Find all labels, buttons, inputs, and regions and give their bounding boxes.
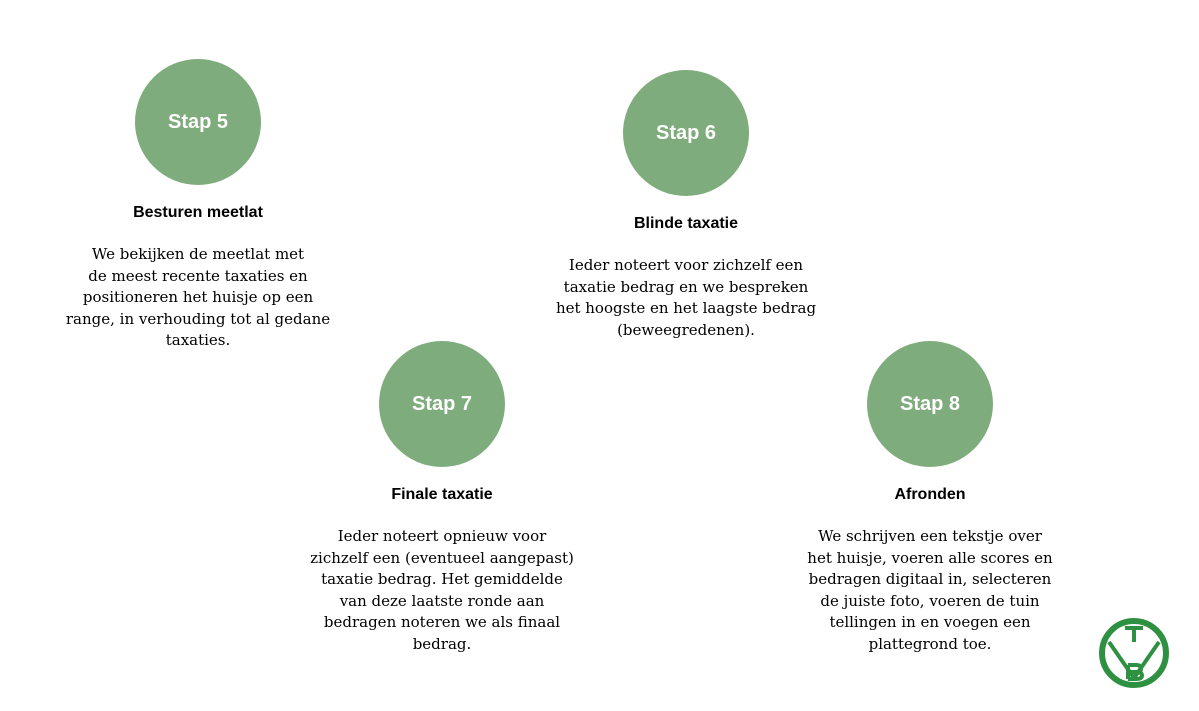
step-6-desc-line: (beweegredenen). xyxy=(617,320,755,339)
step-8-desc-line: de juiste foto, voeren de tuin xyxy=(820,591,1040,610)
step-5-desc-line: de meest recente taxaties en xyxy=(88,266,308,285)
step-6-desc-line: het hoogste en het laagste bedrag xyxy=(555,299,817,318)
step-8-desc-line: tellingen in en voegen een xyxy=(829,613,1031,632)
step-8-desc-line: plattegrond toe. xyxy=(868,634,992,653)
step-7-desc-line: bedrag. xyxy=(412,634,472,653)
step-7-title: Finale taxatie xyxy=(391,486,493,503)
step-6-circle: Stap 6 xyxy=(623,70,749,196)
step-7-badge: Stap 7 xyxy=(411,392,473,415)
step-7-description: Ieder noteert opnieuw voor zichzelf een … xyxy=(310,526,574,656)
step-7-desc-line: Ieder noteert opnieuw voor xyxy=(337,527,547,545)
step-5-badge: Stap 5 xyxy=(167,110,229,133)
step-7-circle: Stap 7 xyxy=(379,341,505,467)
step-5-desc-line: taxaties. xyxy=(165,331,231,350)
step-8-badge: Stap 8 xyxy=(899,392,961,415)
step-8-desc-line: We schrijven een tekstje over xyxy=(818,527,1042,545)
step-5-description: We bekijken de meetlat met de meest rece… xyxy=(66,244,330,352)
step-8-desc-line: bedragen digitaal in, selecteren xyxy=(808,570,1052,589)
step-8-circle: Stap 8 xyxy=(867,341,993,467)
step-5: Stap 5 Besturen meetlat We bekijken de m… xyxy=(48,59,348,352)
step-7-desc-line: taxatie bedrag. Het gemiddelde xyxy=(321,570,563,589)
step-5-desc-line: range, in verhouding tot al gedane xyxy=(65,309,331,328)
logo-monogram xyxy=(1107,626,1161,681)
logo-ring xyxy=(1099,618,1169,688)
step-8: Stap 8 Afronden We schrijven een tekstje… xyxy=(780,341,1080,656)
step-8-desc-line: het huisje, voeren alle scores en xyxy=(807,548,1053,567)
step-7: Stap 7 Finale taxatie Ieder noteert opni… xyxy=(292,341,592,656)
step-7-desc-line: van deze laatste ronde aan xyxy=(339,591,545,610)
step-6-description: Ieder noteert voor zichzelf een taxatie … xyxy=(556,255,816,341)
step-5-title: Besturen meetlat xyxy=(133,204,263,221)
step-8-title: Afronden xyxy=(894,486,966,503)
step-7-desc-line: bedragen noteren we als finaal xyxy=(323,613,561,632)
step-6-desc-line: taxatie bedrag en we bespreken xyxy=(563,277,809,296)
step-8-description: We schrijven een tekstje over het huisje… xyxy=(807,526,1052,656)
step-5-desc-line: positioneren het huisje op een xyxy=(82,288,314,307)
tvb-logo-icon xyxy=(1099,618,1169,688)
step-5-circle: Stap 5 xyxy=(135,59,261,185)
step-6: Stap 6 Blinde taxatie Ieder noteert voor… xyxy=(536,70,836,341)
step-5-desc-line: We bekijken de meetlat met xyxy=(91,245,305,263)
step-6-desc-line: Ieder noteert voor zichzelf een xyxy=(568,256,804,274)
step-7-desc-line: zichzelf een (eventueel aangepast) xyxy=(310,548,574,567)
step-6-badge: Stap 6 xyxy=(655,121,717,144)
step-6-title: Blinde taxatie xyxy=(633,215,739,232)
